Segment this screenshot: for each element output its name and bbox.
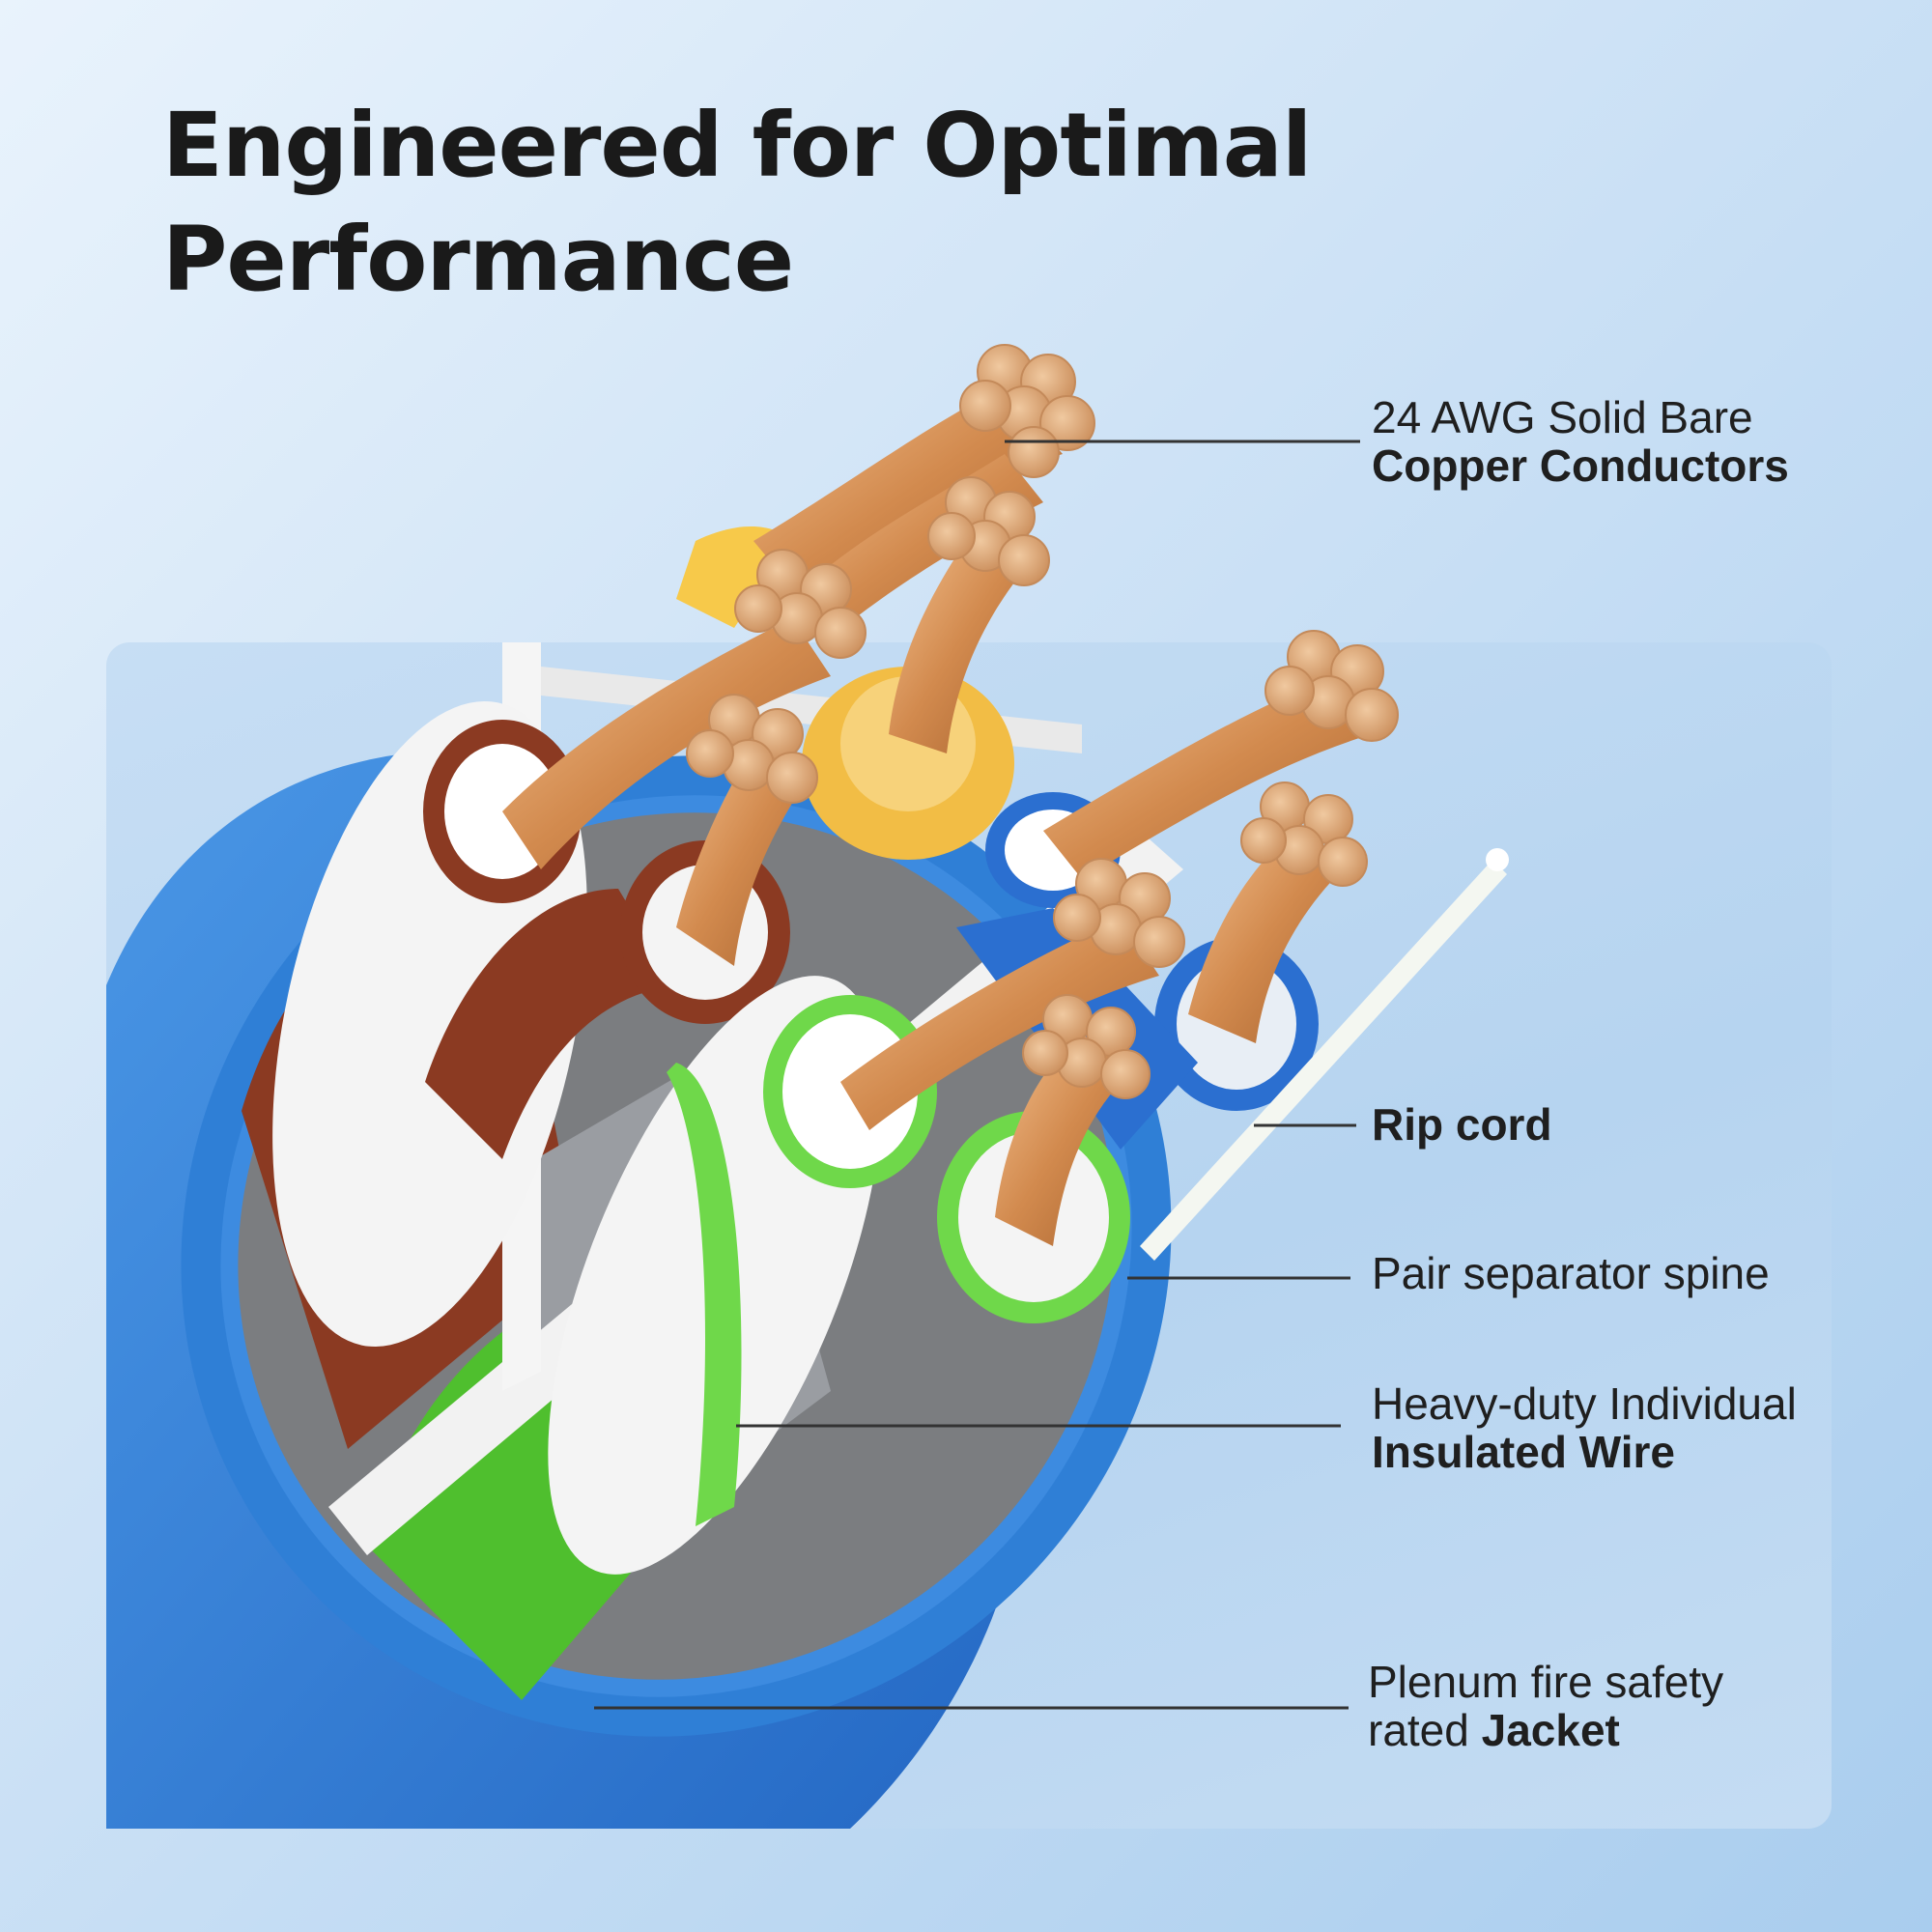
copper-conductor-bundle [1022,994,1151,1099]
callout-jacket-line2-prefix: rated [1368,1705,1482,1755]
callout-jacket-line1: Plenum fire safety [1368,1657,1724,1707]
copper-conductor-bundle [1240,781,1368,887]
rip-cord [1140,848,1509,1261]
page-title-line1: Engineered for Optimal [162,94,1312,197]
callout-insulation: Heavy-duty Individual Insulated Wire [1372,1379,1797,1476]
copper-conductor-bundle [686,694,818,804]
callout-separator: Pair separator spine [1372,1249,1770,1297]
callout-insulation-line1: Heavy-duty Individual [1372,1378,1797,1429]
callout-conductors-line2: Copper Conductors [1372,440,1789,491]
callout-conductors: 24 AWG Solid Bare Copper Conductors [1372,393,1789,490]
copper-conductor-bundle [734,549,867,659]
page-title-line2: Performance [162,208,794,311]
callout-jacket-line2: rated Jacket [1368,1706,1723,1754]
callout-conductors-line1: 24 AWG Solid Bare [1372,392,1753,442]
callout-jacket: Plenum fire safety rated Jacket [1368,1658,1723,1754]
copper-conductor-bundle [959,344,1095,478]
copper-conductor-bundles [502,344,1399,1246]
callout-insulation-line2: Insulated Wire [1372,1427,1675,1477]
leader-lines [594,440,1360,1710]
copper-conductor-bundle [927,476,1050,586]
page-title: Engineered for Optimal Performance [162,89,1312,317]
copper-conductor-bundle [1264,630,1399,742]
callout-rip-cord-label: Rip cord [1372,1099,1552,1150]
callout-separator-label: Pair separator spine [1372,1248,1770,1298]
callout-jacket-line2-bold: Jacket [1481,1705,1620,1755]
callout-rip-cord: Rip cord [1372,1100,1552,1149]
copper-conductor-bundle [1053,858,1185,968]
